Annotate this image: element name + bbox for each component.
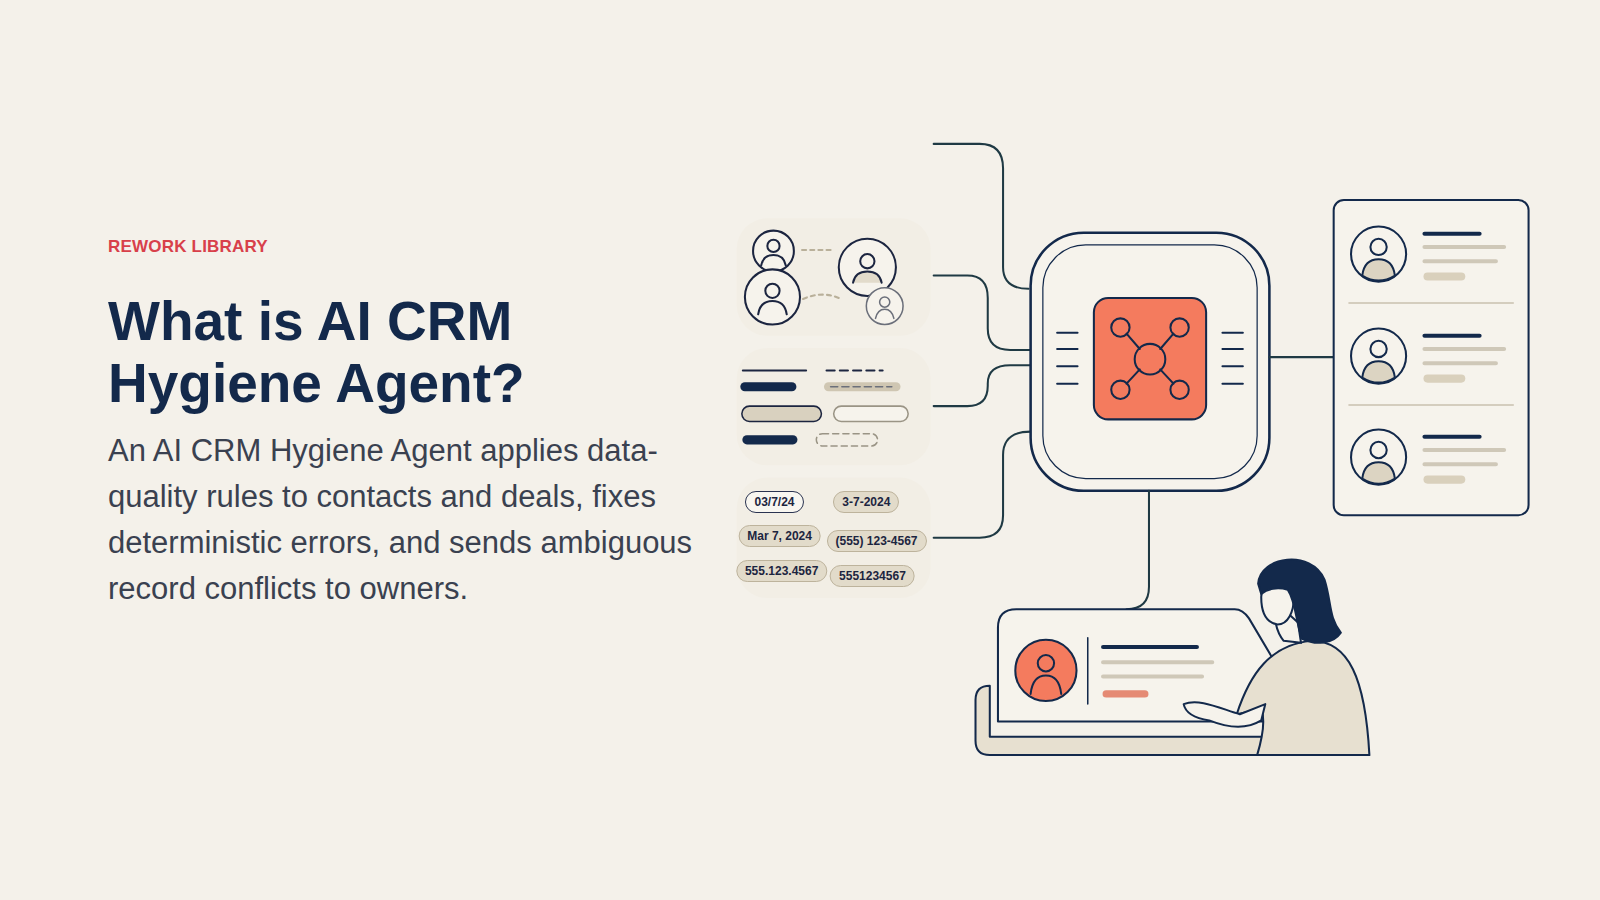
chip-text: 5551234567 — [839, 569, 906, 583]
owner-review — [976, 609, 1278, 755]
review-wire — [1127, 491, 1149, 609]
format-chip: 555.123.4567 — [736, 560, 827, 582]
chip-text: 03/7/24 — [754, 495, 794, 509]
input-wires — [934, 144, 1031, 538]
chip-text: 555.123.4567 — [745, 564, 818, 578]
agent-hub — [1031, 233, 1270, 491]
chip-text: Mar 7, 2024 — [747, 529, 812, 543]
chip-text: (555) 123-4567 — [835, 534, 917, 548]
format-chip: Mar 7, 2024 — [738, 525, 821, 547]
formats-panel — [737, 478, 931, 598]
person-icons — [745, 231, 903, 325]
field-bars — [742, 370, 908, 446]
clean-records — [1334, 200, 1529, 515]
eyebrow-label: REWORK LIBRARY — [108, 237, 268, 257]
format-chip: (555) 123-4567 — [826, 530, 926, 552]
format-chip: 03/7/24 — [745, 491, 803, 513]
output-wire — [1269, 356, 1333, 358]
page-title: What is AI CRM Hygiene Agent? — [108, 290, 588, 414]
contacts-panel — [737, 218, 931, 335]
page-caption: An AI CRM Hygiene Agent applies data-qua… — [108, 428, 703, 612]
format-chip: 5551234567 — [830, 565, 915, 587]
fields-panel — [737, 348, 931, 465]
person-figure — [1184, 560, 1370, 755]
format-chip: 3-7-2024 — [833, 491, 899, 513]
chip-text: 3-7-2024 — [842, 495, 890, 509]
